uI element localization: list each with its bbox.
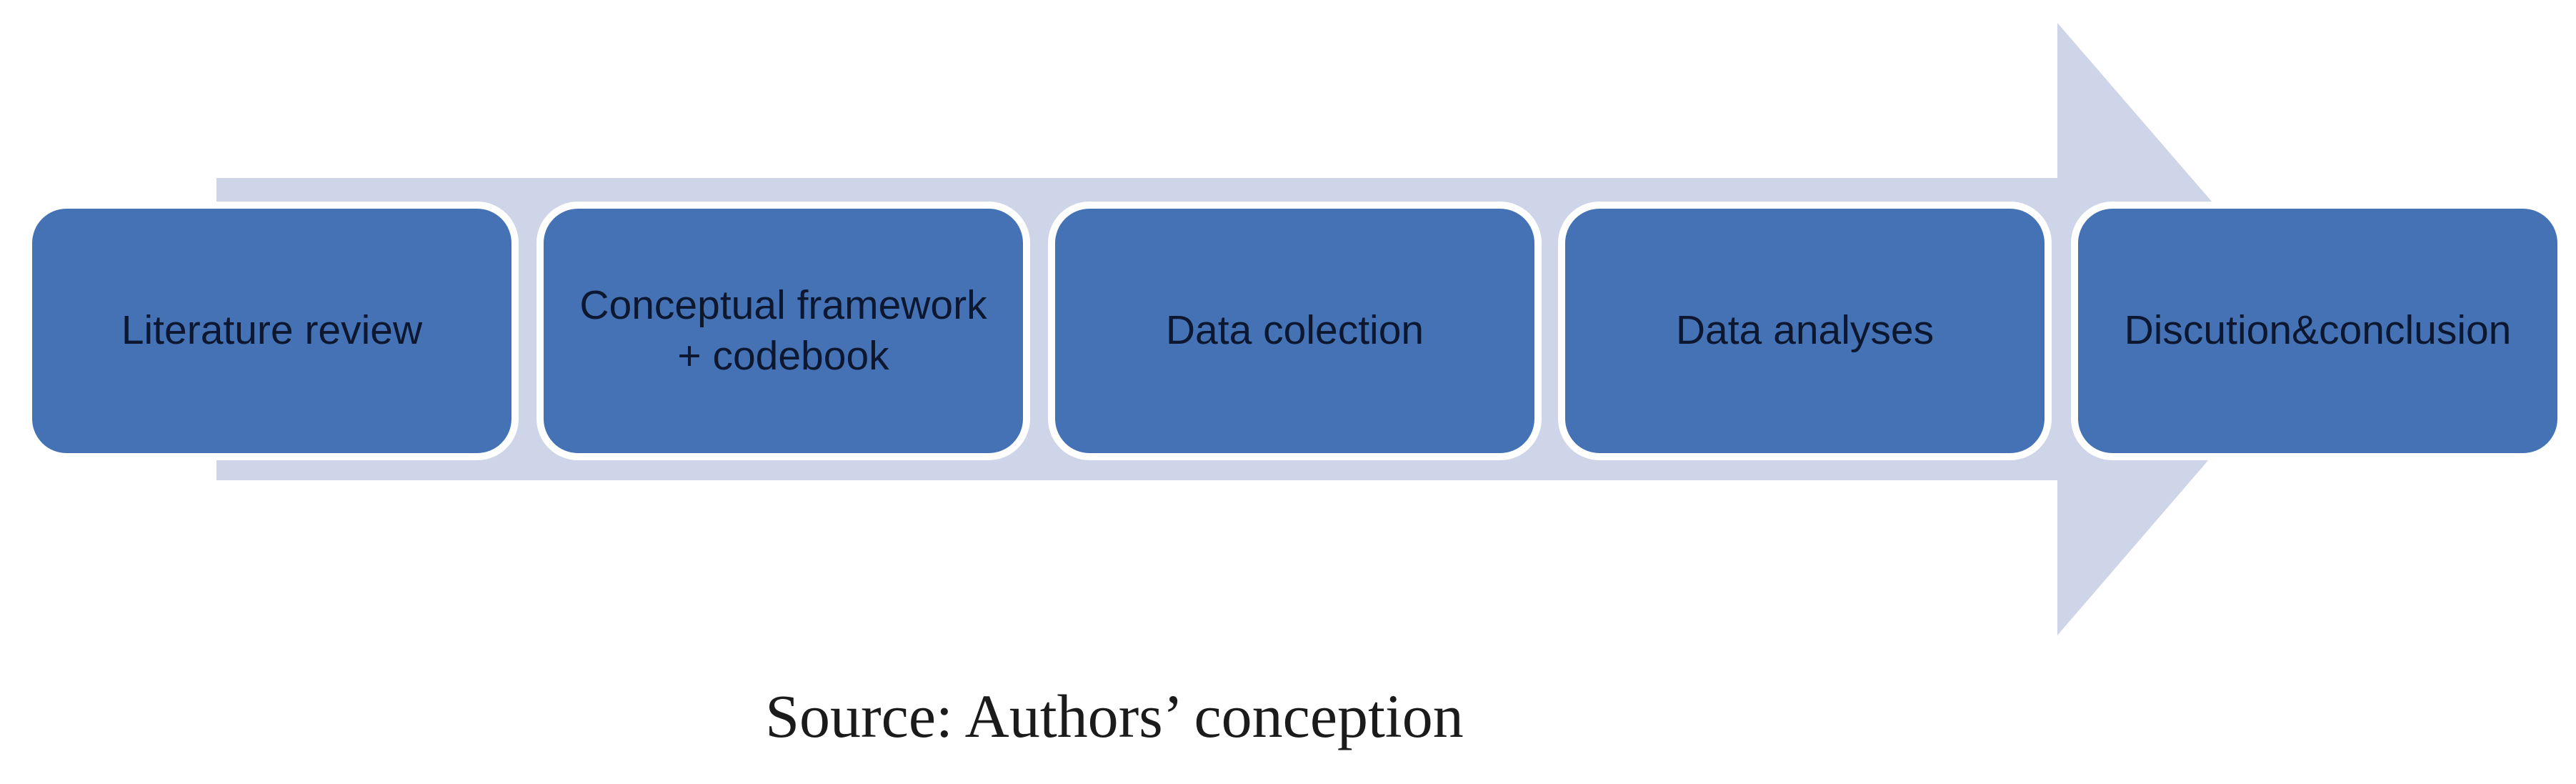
process-step-discussion-conclusion: Discution&conclusion bbox=[2071, 202, 2565, 460]
source-caption: Source: Authors’ conception bbox=[765, 682, 1464, 750]
process-step-label: Data analyses bbox=[1675, 307, 1935, 354]
process-step-data-analyses: Data analyses bbox=[1558, 202, 2052, 460]
process-step-label: Discution&conclusion bbox=[2124, 307, 2512, 354]
process-step-conceptual-framework: Conceptual framework + codebook bbox=[536, 202, 1030, 460]
process-step-label: Conceptual framework + codebook bbox=[579, 282, 987, 379]
process-step-label: Data colection bbox=[1165, 307, 1424, 354]
process-step-literature-review: Literature review bbox=[25, 202, 519, 460]
process-step-label: Literature review bbox=[121, 307, 423, 354]
process-step-data-collection: Data colection bbox=[1048, 202, 1542, 460]
